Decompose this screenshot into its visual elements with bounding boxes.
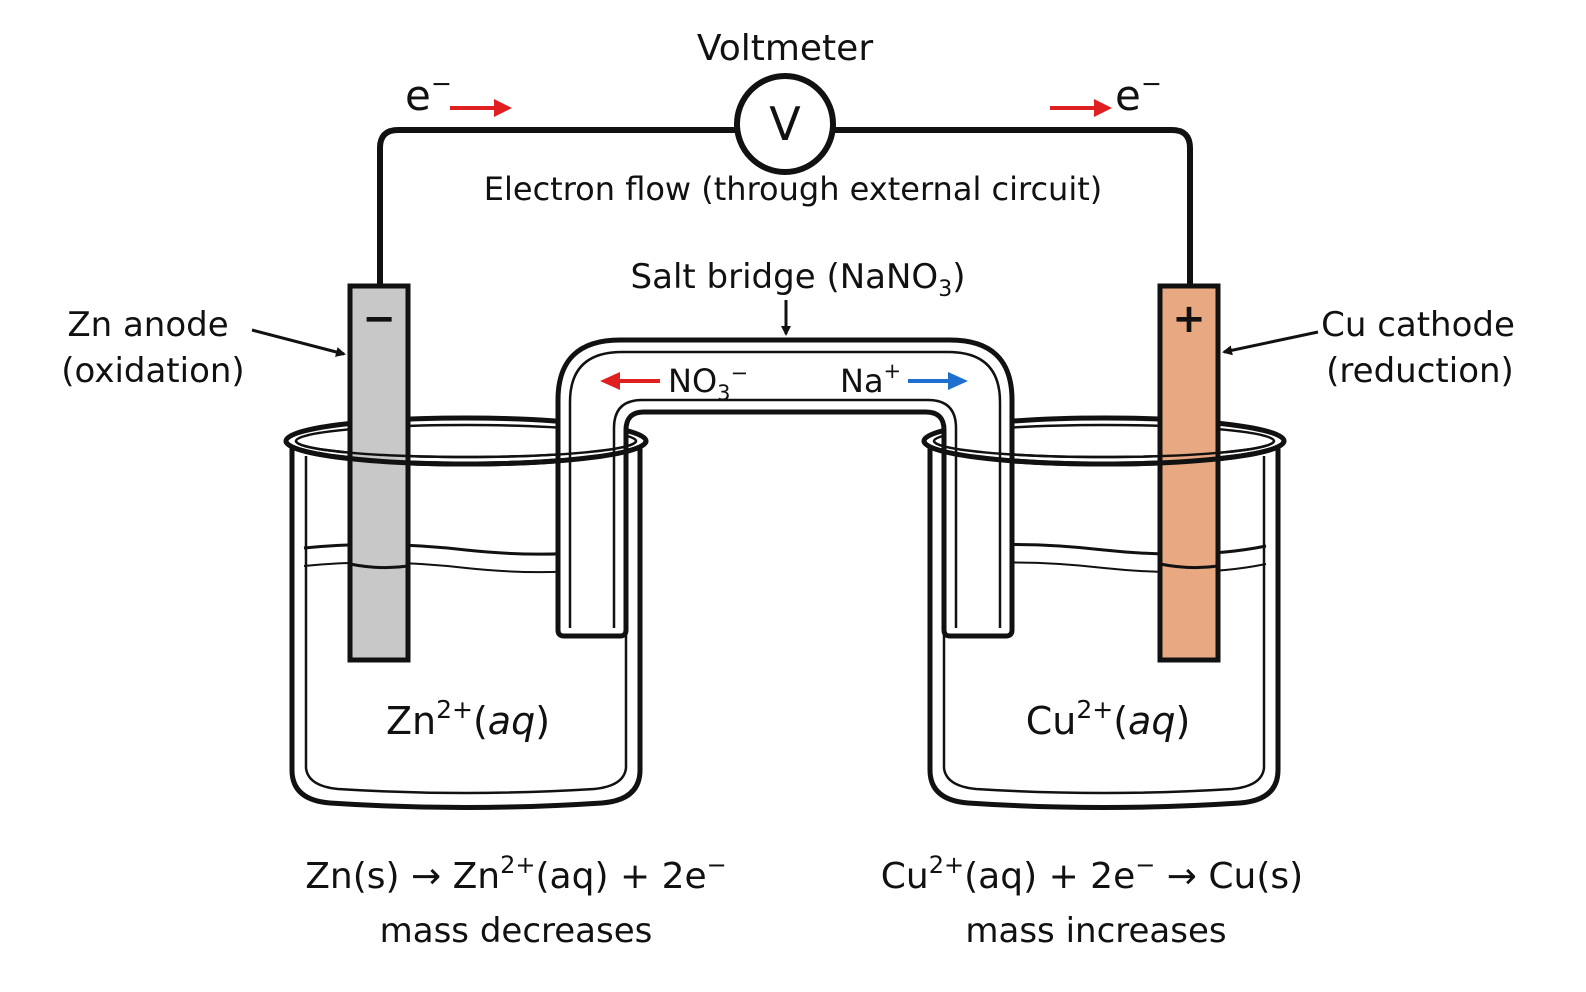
anion-arrow — [600, 372, 660, 390]
zinc-electrode: − — [347, 283, 411, 663]
left-solution-label: Zn2+(aq) — [386, 695, 550, 743]
left-half-reaction: Zn(s) → Zn2+(aq) + 2e− — [305, 851, 726, 897]
copper-electrode: + — [1157, 283, 1221, 663]
electron-arrow-left — [450, 99, 512, 117]
cathode-sign: + — [1172, 296, 1206, 342]
voltmeter-symbol: V — [769, 97, 801, 151]
cathode-pointer — [1222, 330, 1319, 356]
right-half-reaction: Cu2+(aq) + 2e− → Cu(s) — [881, 851, 1303, 897]
right-mass-note: mass increases — [965, 911, 1226, 951]
electron-flow-label: Electron flow (through external circuit) — [484, 170, 1102, 208]
cathode-label-line2: (reduction) — [1326, 351, 1514, 391]
cation-label: Na+ — [840, 359, 901, 400]
external-wire — [377, 127, 1193, 288]
cation-arrow — [908, 372, 968, 390]
voltmeter-title: Voltmeter — [697, 28, 873, 69]
electron-left-label: e− — [405, 69, 452, 120]
right-solution-label: Cu2+(aq) — [1026, 695, 1191, 743]
voltmeter: V — [734, 73, 836, 175]
salt-bridge-label: Salt bridge (NaNO3) — [631, 257, 966, 302]
anode-pointer — [251, 328, 346, 357]
electron-right-label: e− — [1115, 69, 1162, 120]
left-mass-note: mass decreases — [380, 911, 653, 951]
salt-bridge-tube — [555, 337, 1015, 639]
cathode-label-line1: Cu cathode — [1321, 305, 1515, 345]
anode-sign: − — [362, 296, 396, 342]
anode-label-line1: Zn anode — [67, 305, 228, 345]
electron-arrow-right — [1050, 99, 1112, 117]
anode-label-line2: (oxidation) — [61, 351, 244, 391]
anion-label: NO3− — [668, 361, 748, 405]
